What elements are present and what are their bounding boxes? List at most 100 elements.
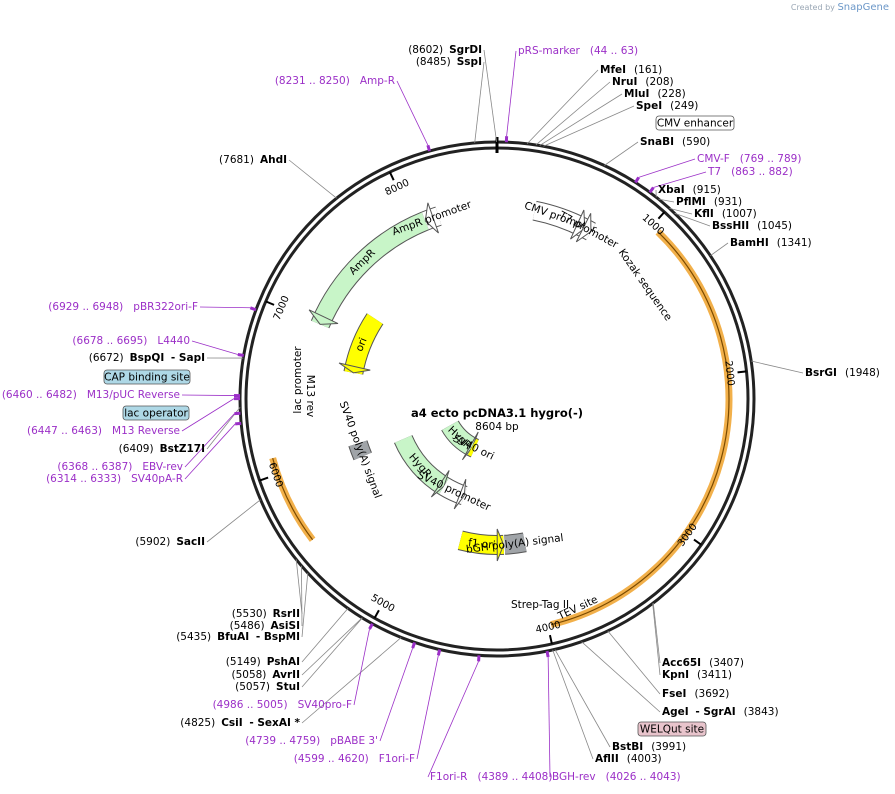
enzyme-right-acc65i: Acc65I(3407)	[662, 657, 744, 669]
primer-sv40pa-r: (6314 .. 6333)SV40pA-R	[46, 473, 183, 485]
enzyme-right-spei-part: (249)	[670, 100, 698, 112]
enzyme-right-mfei-part: MfeI	[600, 64, 626, 76]
enzyme-right-aflii: AflII(4003)	[595, 753, 662, 765]
enzyme-right-pflmi-part: (931)	[714, 196, 742, 208]
box-lac-operator	[122, 405, 190, 421]
enzyme-right-bamhi-part: BamHI	[730, 237, 769, 249]
primer-ebv-rev-part: EBV-rev	[142, 461, 183, 473]
primer-pbr322ori-f-part: pBR322ori-F	[133, 301, 198, 313]
enzyme-right-leader-12	[652, 603, 661, 676]
enzyme-left-rsrii-part: (5530)	[232, 608, 267, 620]
enzyme-left-leader-1	[474, 61, 485, 144]
enzyme-right-kpni-part: (3411)	[697, 669, 732, 681]
credit: Created by SnapGene	[791, 2, 889, 13]
enzyme-left-leader-12	[301, 637, 402, 724]
enzyme-left-avrii-part: (5058)	[231, 669, 266, 681]
enzyme-left-pshai: (5149) PshAI	[226, 656, 300, 668]
enzyme-right-bsshii: BssHII(1045)	[712, 220, 792, 232]
tick-8000	[388, 171, 395, 181]
primer-leader-5	[191, 340, 238, 355]
primer-leader-13	[427, 661, 479, 778]
primer-f1ori-r-part: F1ori-R	[430, 771, 467, 783]
enzyme-right-leader-15	[554, 649, 611, 748]
enzyme-right-kfli-part: KflI	[694, 208, 714, 220]
enzyme-left-avrii: (5058)AvrII	[231, 669, 300, 681]
enzyme-left-pshai-part: PshAI	[267, 656, 300, 668]
tick-2000	[737, 370, 747, 374]
enzyme-right-agei: AgeI - SgrAI(3843)	[662, 706, 779, 718]
enzyme-right-pflmi-part: PflMI	[676, 196, 706, 208]
enzyme-left-bfuai-part: BfuAI	[217, 631, 249, 643]
primer-mark-2	[634, 176, 640, 184]
enzyme-right-pflmi: PflMI (931)	[676, 196, 742, 208]
enzyme-right-acc65i-part: (3407)	[709, 657, 744, 669]
primer-t7-part: (863 .. 882)	[731, 166, 793, 178]
enzyme-left-bfuai: (5435)BfuAI - BspMI	[176, 631, 300, 643]
enzyme-right-bsrgi-part: (1948)	[845, 367, 880, 379]
primer-pbabe-3--part: (4739 .. 4759)	[245, 735, 320, 747]
box-cmv-enhancer	[655, 115, 735, 131]
primer-prs-marker-part: pRS-marker	[518, 45, 581, 57]
primer-f1ori-f-part: F1ori-F	[379, 753, 415, 765]
enzyme-right-mlui: MluI(228)	[624, 88, 686, 100]
enzyme-left-rsrii: (5530)RsrII	[232, 608, 300, 620]
feature-arrow-6	[453, 478, 467, 510]
primer-mark-14	[545, 650, 550, 658]
enzyme-left-sspi-part: SspI	[457, 56, 482, 68]
enzyme-left-sspi: (8485)SspI	[416, 56, 482, 68]
backbone	[238, 137, 756, 658]
primer-f1ori-f: (4599 .. 4620) F1ori-F	[294, 753, 415, 765]
primer-sv40pa-r-part: (6314 .. 6333)	[46, 473, 121, 485]
inner-strep: Strep-Tag II	[511, 599, 569, 611]
box-label-2: lac operator	[124, 408, 188, 420]
primer-bgh-rev-part: (4026 .. 4043)	[606, 771, 681, 783]
inner-m13_rev: M13 rev	[304, 375, 316, 418]
enzyme-right-xbai-part: (915)	[693, 184, 721, 196]
enzyme-right-nrui: NruI(208)	[612, 76, 674, 88]
primer-leader-8	[184, 413, 235, 468]
primer-m13-reverse-part: M13 Reverse	[112, 425, 180, 437]
tick-7000	[265, 300, 275, 306]
enzyme-right-leader-6	[658, 198, 675, 203]
primer-leader-6	[181, 394, 235, 396]
primer-pbr322ori-f-part: (6929 .. 6948)	[48, 301, 123, 313]
primer-leader-12	[416, 655, 439, 760]
enzyme-right-spei: SpeI(249)	[636, 100, 698, 112]
enzyme-right-fsei-part: FseI	[662, 688, 686, 700]
enzyme-left-leader-9	[301, 608, 349, 663]
primer-f1ori-r: F1ori-R(4389 .. 4408)	[430, 771, 552, 783]
primer-pbabe-3-: (4739 .. 4759)pBABE 3'	[245, 735, 378, 747]
primer-bgh-rev-part: BGH-rev	[552, 771, 596, 783]
inner-ring	[244, 146, 750, 652]
feature-hygr	[394, 435, 449, 494]
enzyme-right-leader-4	[604, 141, 639, 166]
primer-amp-r: (8231 .. 8250)Amp-R	[275, 75, 395, 87]
tick-label-3000: 3000	[676, 522, 700, 549]
enzyme-right-leader-9	[710, 242, 729, 257]
primer-l4440: (6678 .. 6695)L4440	[72, 335, 190, 347]
enzyme-right-leader-10	[751, 360, 804, 374]
primer-f1ori-f-part: (4599 .. 4620)	[294, 753, 369, 765]
plasmid-size: 8604 bp	[475, 421, 519, 433]
primer-mark-1	[426, 144, 431, 152]
enzyme-right-kfli: KflI(1007)	[694, 208, 757, 220]
box-welqut-site	[637, 721, 707, 737]
enzyme-right-mfei-part: (161)	[634, 64, 662, 76]
feature-label-9: SV40 poly(A) signal	[337, 400, 384, 500]
enzyme-right-aflii-part: (4003)	[627, 753, 662, 765]
primer-leader-4	[199, 306, 251, 309]
feature-sv40-ori	[467, 438, 479, 457]
tick-6000	[259, 476, 269, 482]
tick-label-6000: 6000	[266, 461, 285, 489]
primer-l4440-part: (6678 .. 6695)	[72, 335, 147, 347]
feature-arrow-4	[338, 362, 371, 374]
enzyme-right-leader-13	[607, 630, 661, 695]
primer-leader-11	[379, 647, 414, 742]
enzyme-left-sgrdi-part: (8602)	[408, 44, 443, 56]
inner-lac_promoter: lac promoter	[292, 346, 304, 414]
enzyme-left-pshai-part: (5149)	[226, 656, 261, 668]
primer-t7: T7(863 .. 882)	[707, 166, 793, 178]
primer-mark-3	[648, 186, 655, 194]
feature-label-4: ori	[353, 336, 369, 353]
enzyme-left-bspqi-part: (6672)	[89, 352, 124, 364]
